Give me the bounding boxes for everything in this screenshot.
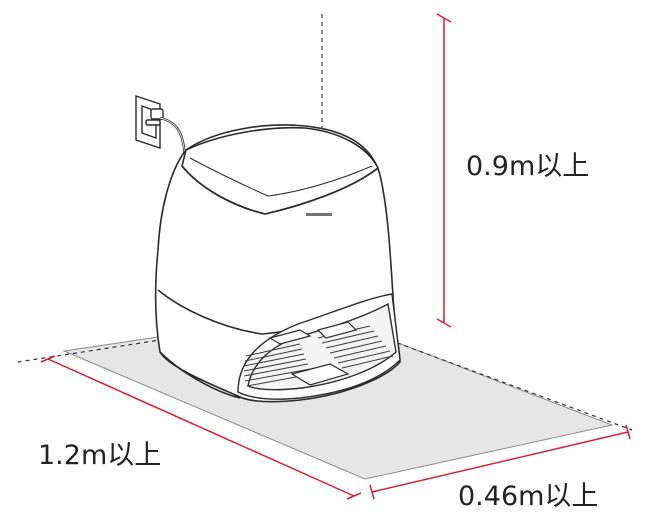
width-dimension: [369, 424, 631, 500]
length-dimension: [40, 355, 362, 500]
wall-floor-right-line: [321, 314, 633, 431]
tray-ramp: [268, 321, 358, 386]
width-label: 0.46m以上: [458, 481, 598, 512]
power-cord: [159, 116, 187, 161]
wall-outlet-icon: [135, 95, 164, 149]
height-dimension: [436, 13, 452, 328]
length-label: 1.2m以上: [38, 440, 161, 471]
height-label: 0.9m以上: [466, 151, 589, 182]
tray-ridges-left: [243, 343, 313, 387]
brand-logo: [306, 213, 332, 216]
